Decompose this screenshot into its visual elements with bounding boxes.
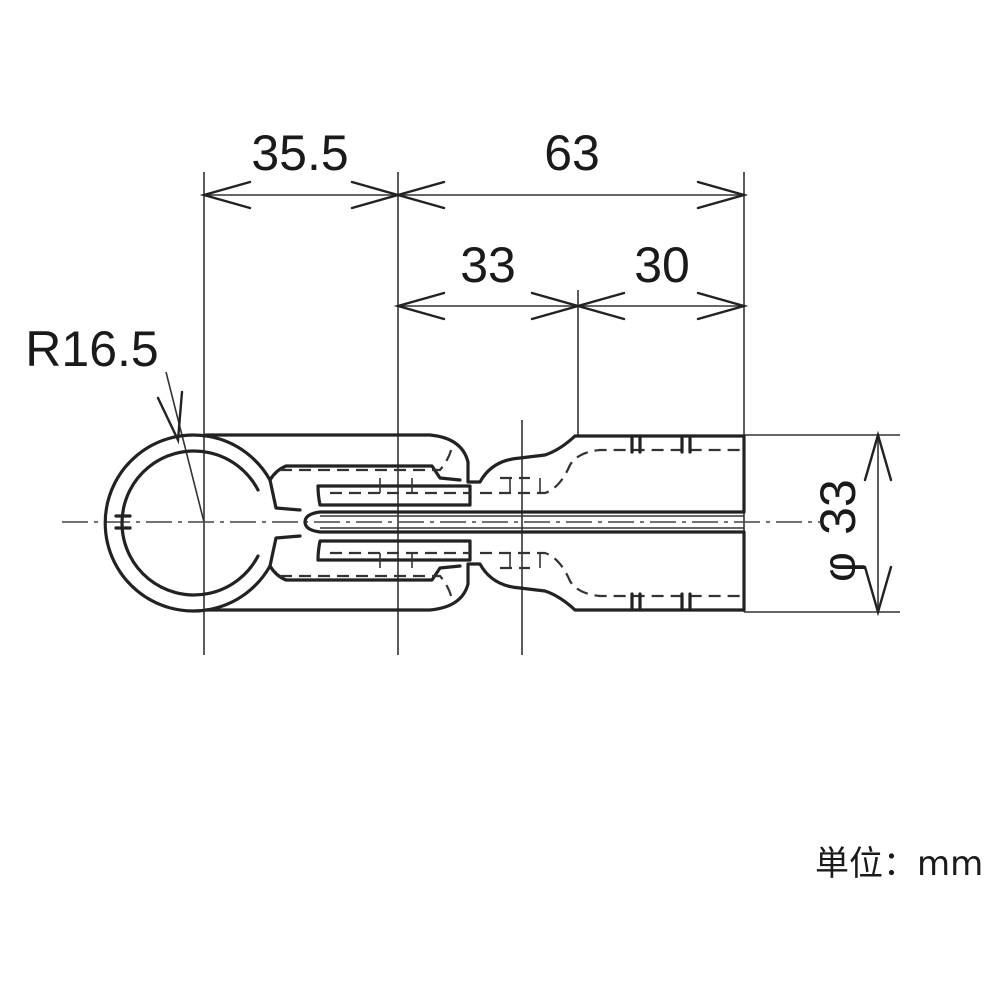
connector-body-upper xyxy=(204,433,746,524)
extension-lines xyxy=(203,172,900,655)
unit-label: 単位：mm xyxy=(815,844,984,884)
dimension-diameter: φ 33 xyxy=(810,479,866,582)
dimension-33-segment: 33 xyxy=(460,237,516,293)
dimension-lines xyxy=(156,180,893,617)
center-slit xyxy=(320,515,744,529)
dimension-30-segment: 30 xyxy=(634,237,690,293)
clamp-ring xyxy=(103,433,272,613)
diameter-value: 33 xyxy=(810,479,866,535)
diameter-symbol: φ xyxy=(813,552,865,582)
connector-body-lower xyxy=(204,520,746,612)
dimension-35-5: 35.5 xyxy=(251,125,348,181)
dimension-radius: R16.5 xyxy=(25,321,158,377)
dimension-63: 63 xyxy=(544,125,600,181)
